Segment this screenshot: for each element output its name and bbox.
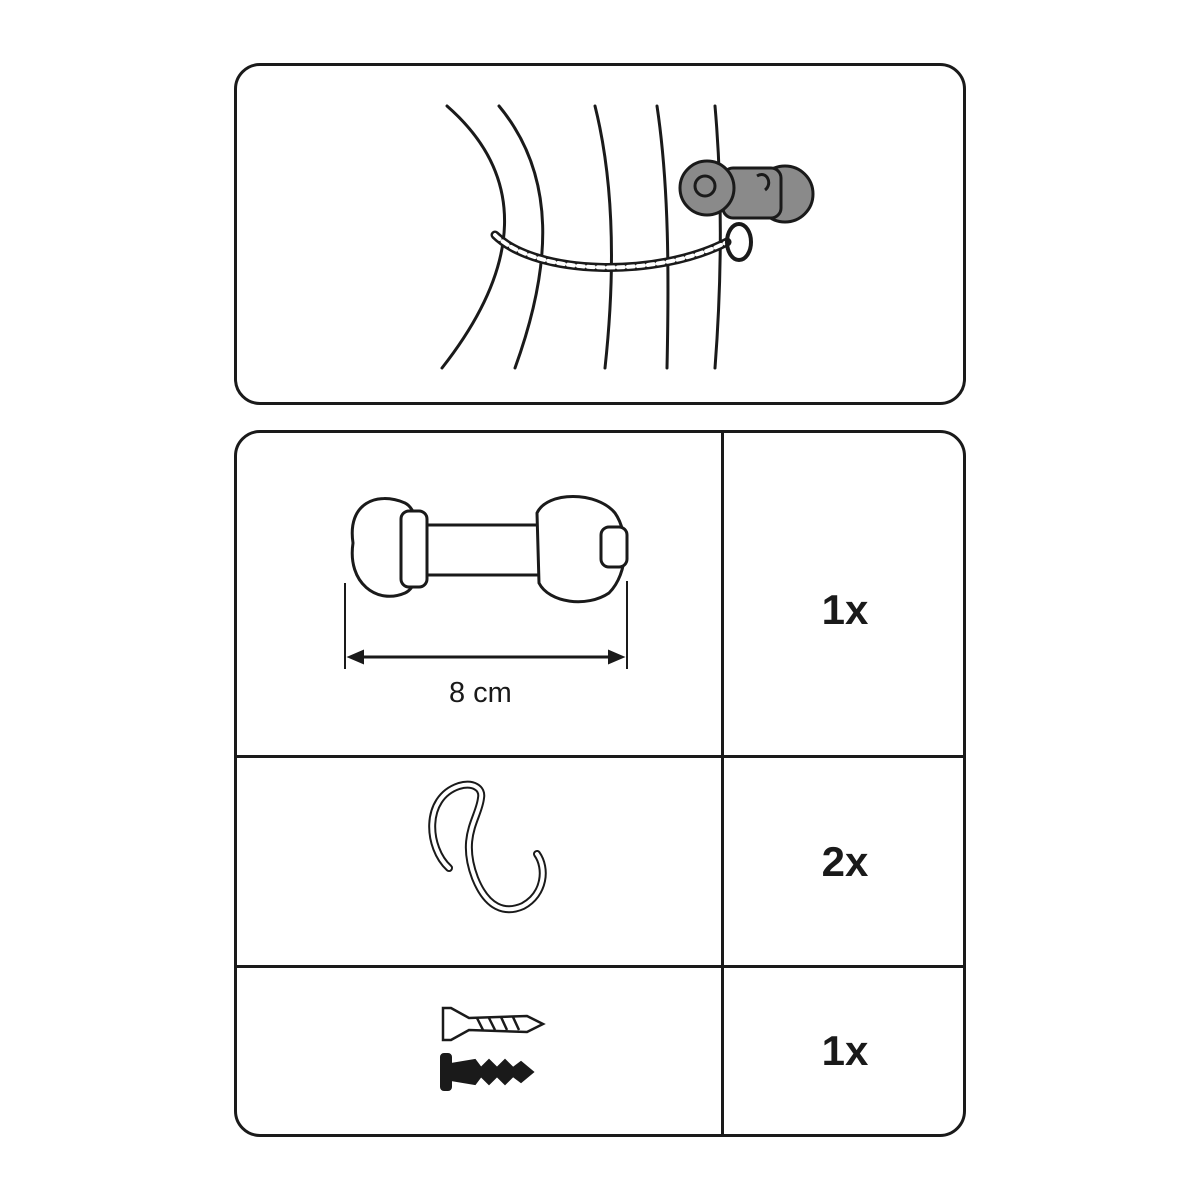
tieback-knob-icon — [344, 495, 629, 669]
tieback-knob-illustration: 8 cm — [237, 433, 721, 755]
s-hook-illustration — [237, 758, 721, 965]
parts-row-screw-and-plug: 1x — [237, 968, 963, 1134]
quantity-label: 1x — [821, 1027, 869, 1074]
parts-list-panel: 8 cm 1x 2x — [234, 430, 966, 1137]
curtain-fold-line — [497, 104, 545, 370]
quantity-label: 2x — [821, 837, 869, 885]
curtain-fold-line — [440, 104, 507, 370]
curtain-fold-line — [593, 104, 614, 370]
s-hook-icon — [428, 780, 547, 914]
row-divider — [237, 755, 963, 758]
parts-row-tieback-knob: 8 cm 1x — [237, 433, 963, 755]
curtain-fold-line — [655, 104, 670, 370]
column-divider — [721, 433, 724, 1134]
quantity-label: 1x — [821, 586, 869, 633]
usage-illustration-panel — [234, 63, 966, 405]
screw-and-plug-illustration — [237, 968, 721, 1134]
hook-loop-icon — [725, 222, 753, 262]
row-divider — [237, 965, 963, 968]
curtain-fold-line — [713, 104, 722, 370]
tieback-cord-inner — [493, 233, 729, 270]
parts-row-s-hook: 2x — [237, 758, 963, 965]
dimension-label: 8 cm — [449, 677, 512, 709]
screw-and-plug-icon — [440, 1006, 546, 1091]
curtain-tieback-illustration — [440, 104, 815, 370]
